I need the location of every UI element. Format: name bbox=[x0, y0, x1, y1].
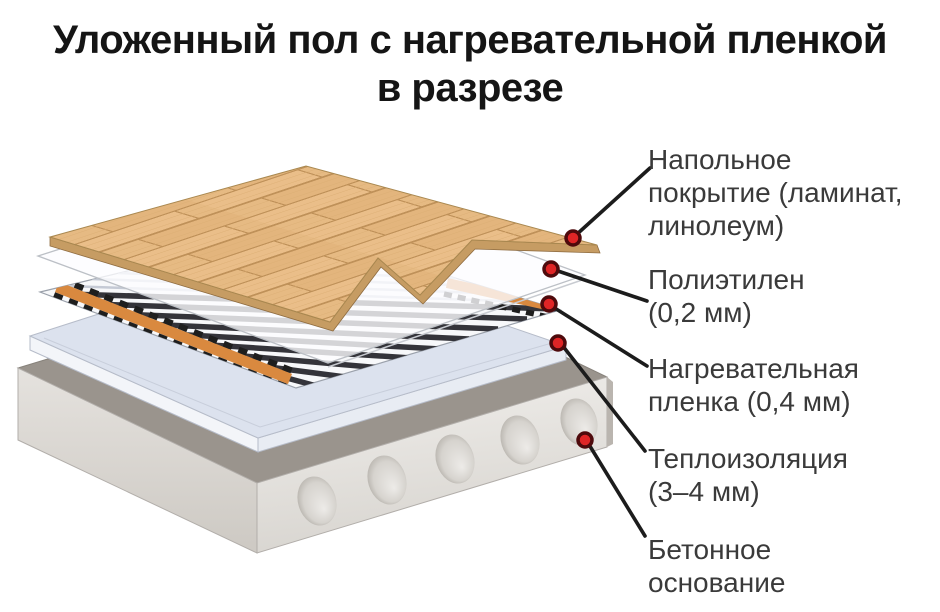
label-polyethylene: Полиэтилен (0,2 мм) bbox=[648, 263, 938, 329]
concrete-right-edge bbox=[607, 377, 613, 447]
marker-dot-concrete-base bbox=[576, 431, 594, 449]
label-floor-covering: Напольное покрытие (ламинат, линолеум) bbox=[648, 143, 938, 242]
layer-floor-covering bbox=[48, 165, 601, 332]
leader-lines bbox=[551, 166, 652, 538]
marker-dot-heating-film bbox=[540, 295, 558, 313]
label-concrete-base: Бетонное основание bbox=[648, 533, 938, 599]
label-line: (0,2 мм) bbox=[648, 297, 752, 328]
busbar-left bbox=[54, 281, 293, 385]
label-line: основание bbox=[648, 567, 786, 598]
label-line: (3–4 мм) bbox=[648, 476, 760, 507]
leader-line-floor-covering bbox=[574, 166, 652, 237]
insulation-bevel bbox=[43, 337, 553, 428]
title-line-2: в разрезе bbox=[376, 66, 564, 110]
laminate-top-face bbox=[48, 165, 598, 323]
marker-dot-polyethylene bbox=[542, 260, 560, 278]
label-line: линолеум) bbox=[648, 210, 785, 241]
title-line-1: Уложенный пол с нагревательной пленкой bbox=[52, 18, 888, 62]
label-line: Напольное bbox=[648, 144, 792, 175]
leader-line-polyethylene bbox=[553, 268, 649, 303]
label-heating-film: Нагревательная пленка (0,4 мм) bbox=[648, 352, 938, 418]
label-line: пленка (0,4 мм) bbox=[648, 386, 851, 417]
marker-dot-floor-covering bbox=[564, 229, 582, 247]
label-line: Теплоизоляция bbox=[648, 443, 848, 474]
label-line: Бетонное bbox=[648, 534, 772, 565]
poly-thickness-line bbox=[327, 278, 586, 368]
label-line: покрытие (ламинат, bbox=[648, 177, 903, 208]
leader-line-insulation bbox=[560, 343, 647, 453]
leader-line-heating-film bbox=[551, 305, 649, 368]
label-line: Нагревательная bbox=[648, 353, 859, 384]
leader-line-concrete-base bbox=[586, 441, 647, 538]
page-title: Уложенный пол с нагревательной пленкой в… bbox=[0, 16, 940, 112]
marker-dot-insulation bbox=[549, 334, 567, 352]
marker-dots bbox=[540, 229, 594, 449]
label-line: Полиэтилен bbox=[648, 264, 805, 295]
label-insulation: Теплоизоляция (3–4 мм) bbox=[648, 442, 938, 508]
